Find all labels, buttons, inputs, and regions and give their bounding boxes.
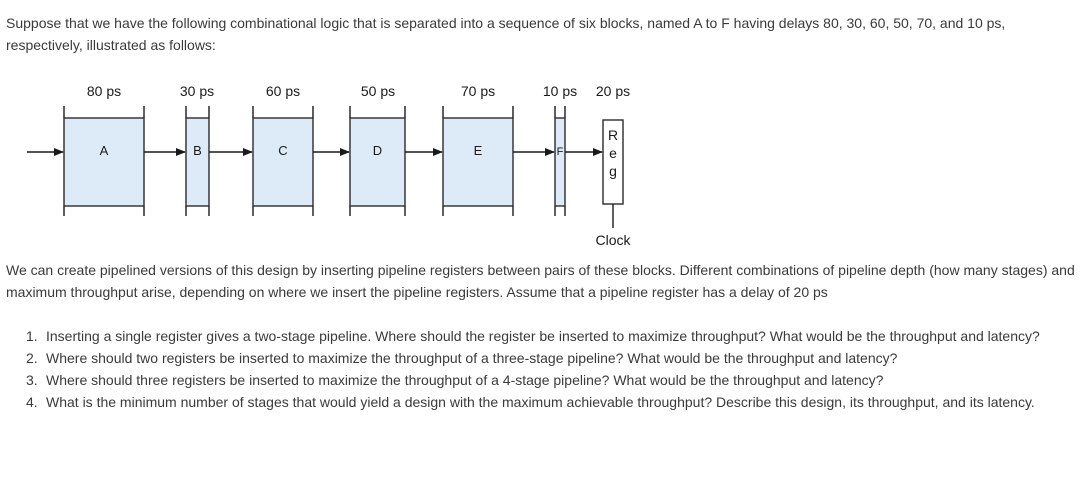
block-a-label: A	[100, 143, 109, 158]
intro-paragraph: Suppose that we have the following combi…	[6, 15, 1006, 53]
block-b-delay-label: 30 ps	[180, 83, 214, 99]
question-item: 1. Inserting a single register gives a tw…	[26, 325, 1066, 347]
pipeline-description-paragraph: We can create pipelined versions of this…	[6, 262, 1075, 300]
register-letter-r: R	[608, 127, 618, 143]
block-f-delay-label: 10 ps	[543, 83, 577, 99]
pipeline-diagram: 80 ps 30 ps 60 ps 50 ps 70 ps 10 ps 20 p…	[27, 83, 631, 248]
question-item: 2. Where should two registers be inserted…	[26, 347, 1066, 369]
block-e-delay-label: 70 ps	[461, 83, 495, 99]
question-text: What is the minimum number of stages tha…	[46, 394, 1035, 410]
question-text: Where should two registers be inserted t…	[46, 350, 898, 366]
block-f-label: F	[557, 146, 564, 158]
block-d	[349, 117, 406, 207]
question-text: Where should three registers be inserted…	[46, 372, 884, 388]
question-item: 3. Where should three registers be insert…	[26, 369, 1066, 391]
block-c-label: C	[278, 143, 287, 158]
question-number: 4.	[26, 394, 38, 410]
block-a	[63, 117, 145, 207]
block-d-label: D	[373, 143, 382, 158]
register-letter-e: e	[609, 145, 617, 161]
block-f	[554, 117, 566, 207]
block-e-label: E	[474, 143, 483, 158]
block-e	[442, 117, 514, 207]
register-letter-g: g	[609, 163, 617, 179]
question-list: 1. Inserting a single register gives a tw…	[26, 325, 1066, 413]
register-delay-label: 20 ps	[596, 83, 630, 99]
clock-label: Clock	[595, 232, 631, 248]
block-d-delay-label: 50 ps	[361, 83, 395, 99]
boundary-ticks	[63, 106, 566, 216]
question-number: 1.	[26, 328, 38, 344]
block-a-delay-label: 80 ps	[87, 83, 121, 99]
question-text: Inserting a single register gives a two-…	[46, 328, 1040, 344]
block-b	[185, 117, 210, 207]
question-number: 3.	[26, 372, 38, 388]
block-c	[252, 117, 314, 207]
question-item: 4. What is the minimum number of stages t…	[26, 391, 1066, 413]
block-c-delay-label: 60 ps	[266, 83, 300, 99]
block-b-label: B	[193, 143, 202, 158]
question-number: 2.	[26, 350, 38, 366]
